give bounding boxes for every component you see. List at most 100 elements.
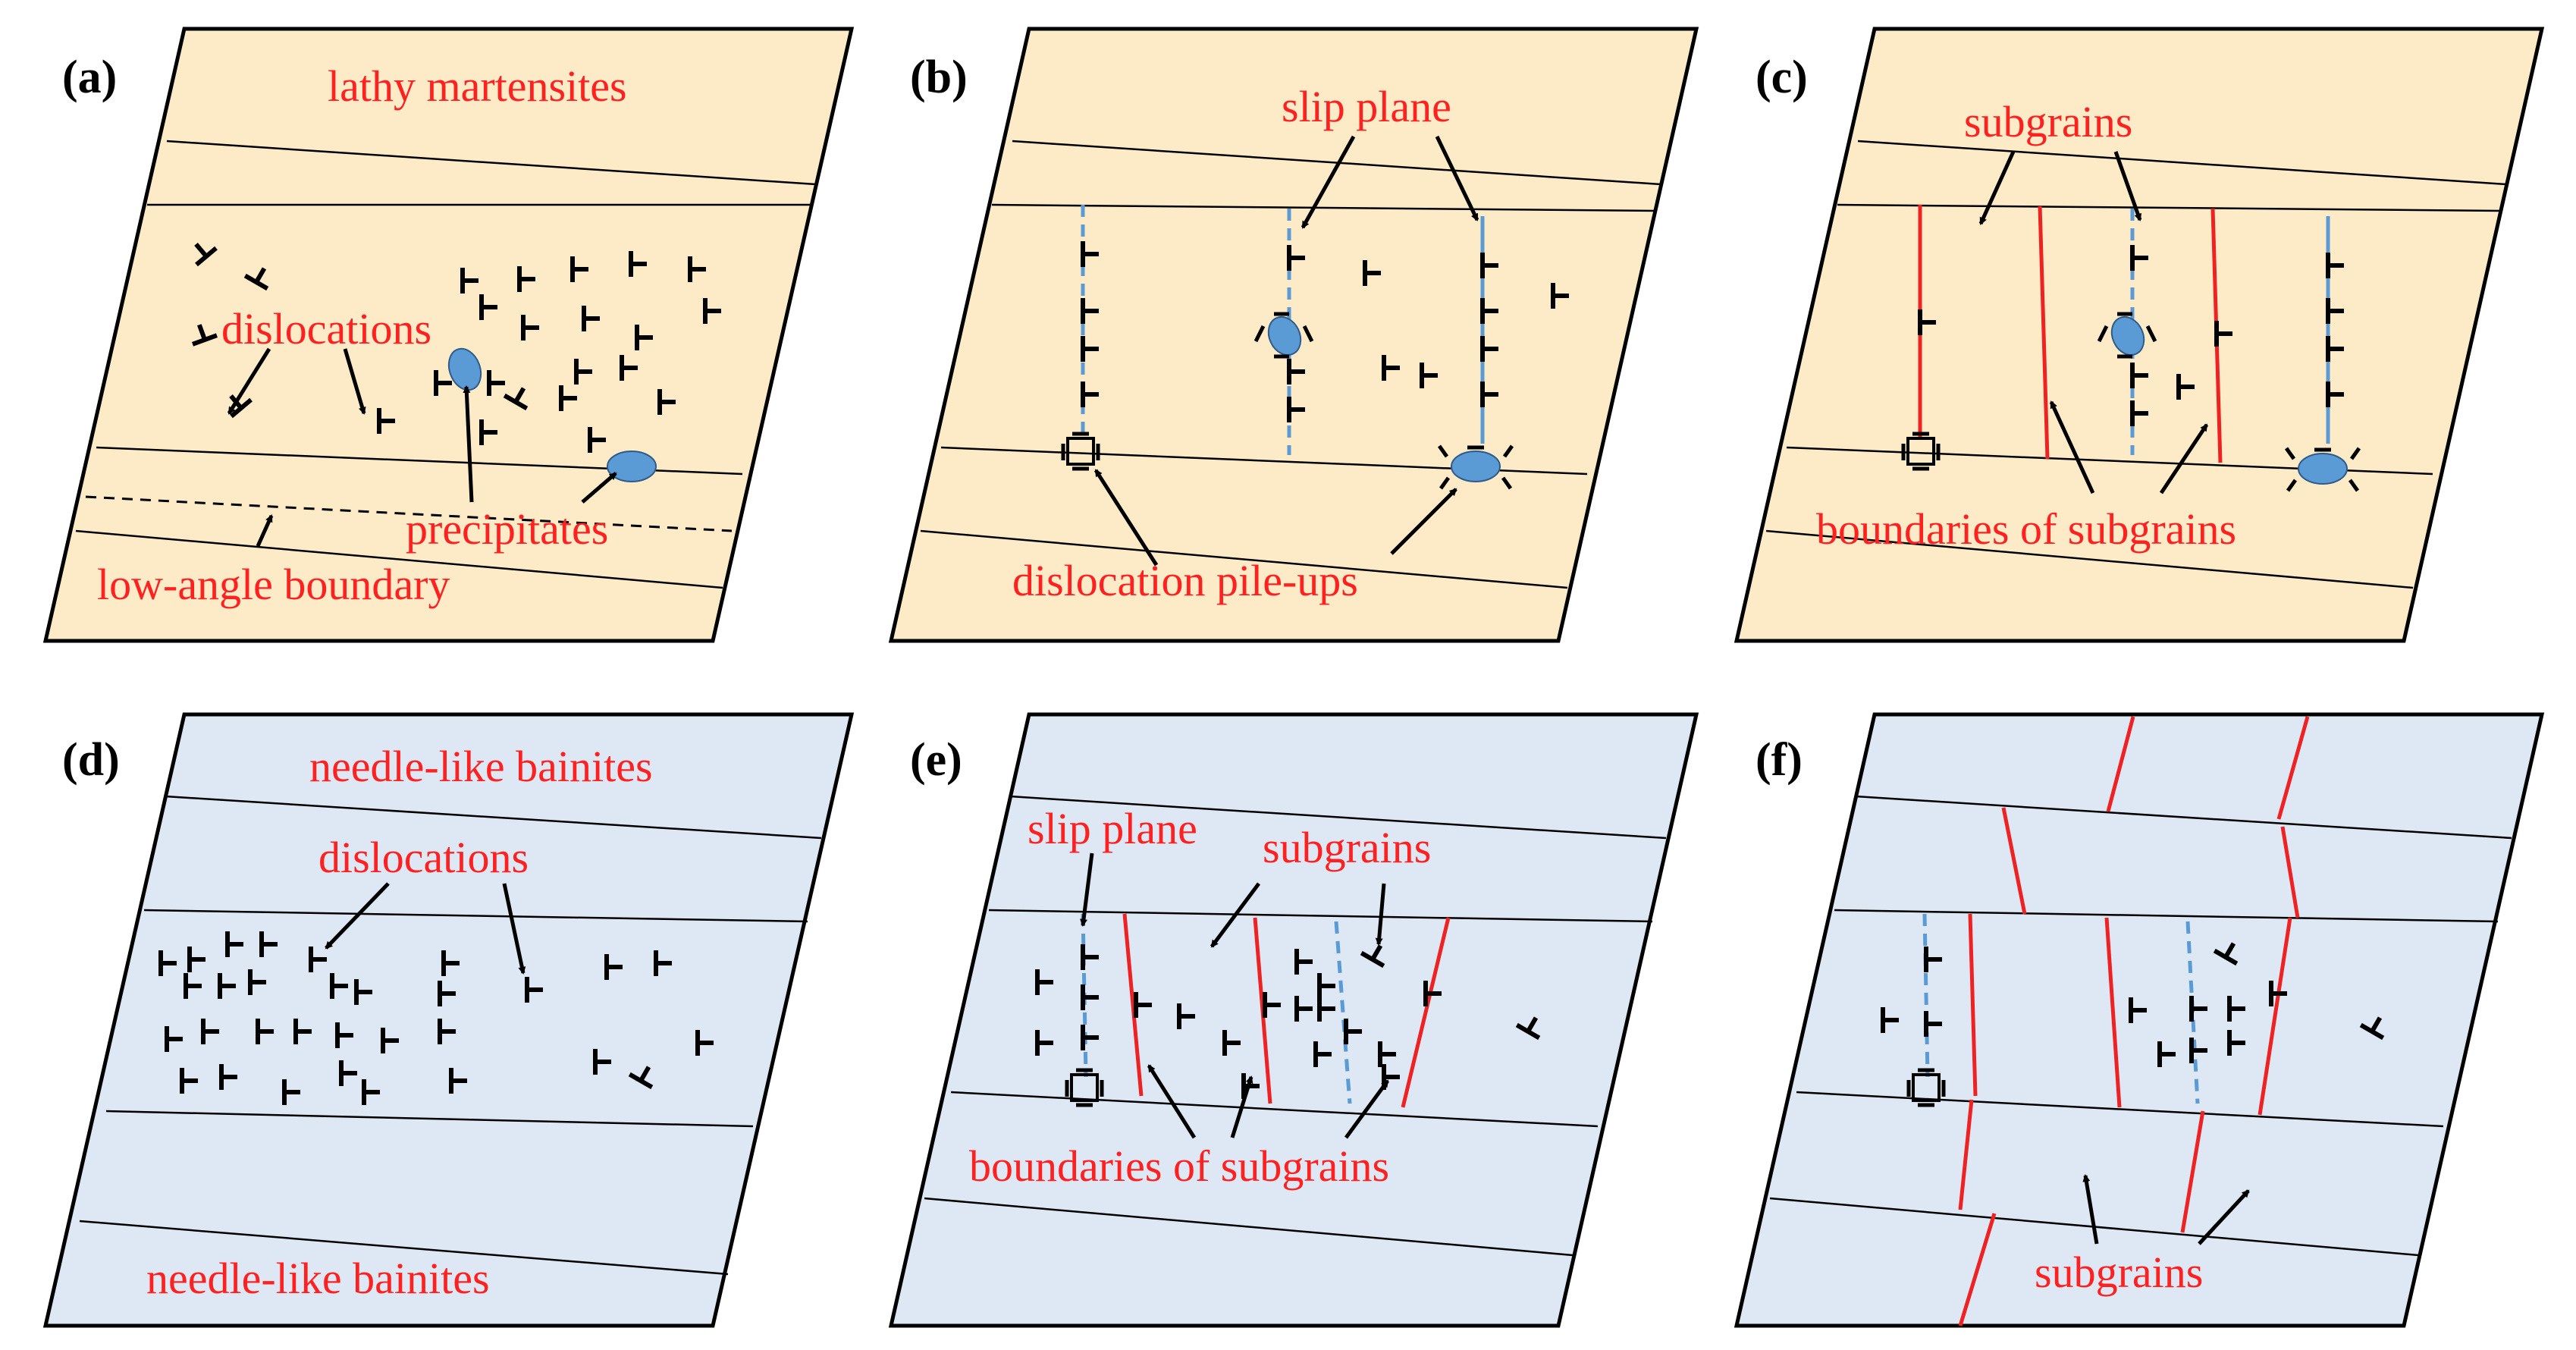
- dislocation-symbol: [293, 1019, 312, 1044]
- subgrain-boundary: [2280, 826, 2300, 918]
- lath-boundary: [75, 529, 723, 589]
- dislocation-symbol: [1081, 944, 1099, 970]
- dislocation-symbol: [2130, 245, 2148, 271]
- dislocation-symbol: [2189, 1038, 2207, 1063]
- dislocation-symbol: [2326, 336, 2344, 362]
- dislocation-symbol: [354, 979, 372, 1005]
- slip-plane-label: slip plane: [1028, 804, 1197, 853]
- lath-boundary: [143, 909, 808, 923]
- dislocation-symbol: [1344, 1019, 1362, 1044]
- dislocation-symbol: [339, 1060, 357, 1086]
- dislocation-symbol: [2189, 996, 2207, 1022]
- lath-boundary: [105, 1110, 754, 1128]
- panel-d-label: (d): [62, 734, 120, 786]
- lath-boundary: [165, 795, 822, 840]
- arrow: [1375, 883, 1386, 946]
- panel-e: (e) slip plane subgrains boundaries of s…: [888, 712, 1699, 1328]
- dislocation-symbol: [381, 1028, 399, 1053]
- subgrain-boundary: [1401, 917, 1451, 1108]
- subgrains-label: subgrains: [2035, 1248, 2203, 1297]
- dislocation-symbol: [1551, 283, 1569, 309]
- panel-c-label: (c): [1756, 52, 1808, 103]
- precipitate: [1267, 316, 1302, 356]
- panel-c: (c) subgrains boundaries of subgrains: [1734, 27, 2545, 643]
- dislocation-symbol: [629, 251, 647, 277]
- dislocation-symbol: [1423, 981, 1442, 1006]
- precipitates-label: precipitates: [406, 504, 608, 554]
- needle-like-bainites-bottom-label: needle-like bainites: [146, 1254, 490, 1303]
- pileup-obstacle: [1906, 437, 1935, 466]
- dislocation-symbol: [1081, 336, 1099, 362]
- dislocation-symbol: [219, 1064, 237, 1090]
- pileup-dislocation: [2284, 447, 2361, 492]
- pileup-dislocation: [1253, 312, 1314, 359]
- arrow: [2113, 151, 2142, 221]
- dislocation-symbol: [2326, 298, 2344, 324]
- subgrain-boundary: [1958, 1213, 1997, 1326]
- arrow: [1301, 135, 1356, 229]
- lath-boundary: [79, 1220, 729, 1276]
- dislocation-symbol: [449, 1068, 467, 1094]
- panel-b: (b) slip plane dislocation pile-ups: [888, 27, 1699, 643]
- arrow: [1435, 135, 1479, 221]
- panel-a: (a) lathy martensites dislocations preci…: [42, 27, 855, 643]
- dislocation-symbol: [479, 294, 497, 320]
- dislocation-symbol: [201, 1019, 219, 1044]
- dislocation-symbol: [2227, 1030, 2245, 1056]
- dislocation-symbol: [180, 1068, 198, 1094]
- subgrains-label: subgrains: [1964, 97, 2132, 146]
- lath-boundary: [950, 1091, 1599, 1128]
- lath-boundary: [991, 203, 1657, 212]
- dislocation-symbol: [2269, 981, 2287, 1006]
- dislocation-symbol: [688, 256, 706, 282]
- dislocation-symbol: [243, 267, 269, 291]
- panel-d-parallelogram: [42, 712, 855, 1328]
- arrow: [1390, 488, 1457, 555]
- subgrain-boundary: [2106, 716, 2135, 812]
- dislocation-symbol: [191, 324, 218, 347]
- dislocations-label: dislocations: [318, 833, 529, 882]
- needle-like-bainites-top-label: needle-like bainites: [309, 742, 653, 791]
- subgrain-boundary: [2276, 716, 2310, 820]
- low-angle-boundary-label: low-angle boundary: [97, 560, 450, 609]
- subgrain-boundary: [2104, 917, 2122, 1108]
- dislocation-symbol: [1924, 947, 1942, 972]
- pileup-dislocation: [1061, 432, 1100, 471]
- dislocation-symbol: [1241, 1073, 1260, 1099]
- panel-f-label: (f): [1756, 734, 1803, 786]
- dislocation-symbol: [588, 427, 606, 453]
- dislocation-symbol: [1363, 260, 1381, 286]
- arrow: [463, 385, 474, 503]
- dislocation-symbol: [657, 389, 676, 415]
- dislocation-symbol: [218, 973, 236, 999]
- dislocation-symbol: [593, 1049, 611, 1075]
- arrow: [227, 347, 271, 415]
- arrow: [2049, 400, 2095, 494]
- arrow: [325, 882, 390, 950]
- pileup-dislocation: [1065, 1068, 1104, 1107]
- panel-f: (f) subgrains: [1734, 712, 2545, 1328]
- dislocation-symbol: [2227, 996, 2245, 1022]
- arrow: [1080, 852, 1094, 927]
- dislocation-symbol: [525, 977, 543, 1003]
- pileup-dislocation: [1906, 1068, 1946, 1107]
- dislocation-symbol: [282, 1079, 300, 1105]
- dislocation-symbol: [503, 387, 529, 411]
- dislocation-symbol: [1480, 336, 1498, 362]
- dislocation-symbol: [1515, 1016, 1541, 1041]
- subgrain-boundary: [1122, 913, 1144, 1097]
- dislocation-symbol: [1177, 1003, 1195, 1029]
- dislocation-symbol: [441, 950, 460, 976]
- dislocation-symbol: [438, 1019, 456, 1044]
- lath-boundary: [1834, 909, 2499, 923]
- panel-a-parallelogram: [42, 27, 855, 643]
- arrow: [1093, 469, 1159, 567]
- arrow: [1978, 150, 2016, 225]
- dislocation-symbol: [1420, 363, 1438, 388]
- subgrain-boundary: [1968, 913, 1978, 1097]
- arrow: [1147, 1064, 1197, 1139]
- precipitate: [607, 451, 657, 482]
- lath-boundary: [920, 529, 1568, 589]
- dislocation-pileups-label: dislocation pile-ups: [1012, 556, 1358, 605]
- dislocation-symbol: [460, 268, 478, 294]
